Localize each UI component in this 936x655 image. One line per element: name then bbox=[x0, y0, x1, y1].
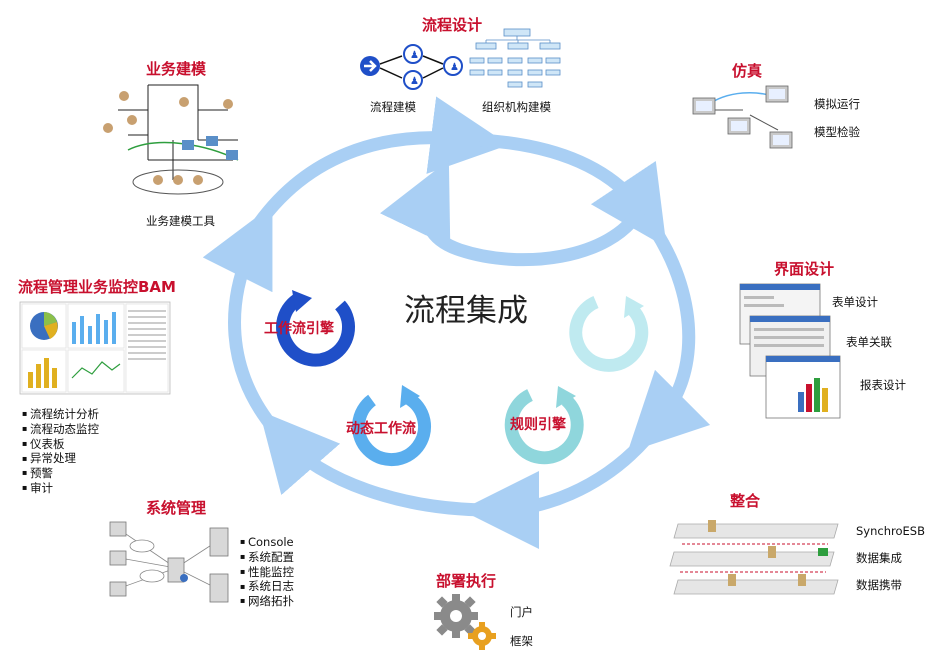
cycle-arc-left bbox=[202, 205, 281, 435]
process-design-heading: 流程设计 bbox=[422, 16, 483, 34]
deployment-heading: 部署执行 bbox=[436, 572, 497, 590]
simulation-run-label: 模拟运行 bbox=[814, 97, 860, 111]
business-modeling-heading: 业务建模 bbox=[146, 60, 207, 78]
dynamic-workflow-label: 动态工作流 bbox=[346, 421, 416, 437]
rules-engine-ring bbox=[504, 386, 584, 465]
bam-dashboard-illustration bbox=[19, 301, 171, 395]
system-mgmt-item: 系统日志 bbox=[240, 579, 294, 594]
portal-label: 门户 bbox=[510, 605, 533, 619]
svg-text:♟: ♟ bbox=[450, 62, 459, 73]
system-mgmt-item: Console bbox=[240, 535, 294, 550]
model-check-label: 模型检验 bbox=[814, 125, 860, 139]
svg-text:♟: ♟ bbox=[410, 50, 419, 61]
business-modeling-illustration bbox=[103, 84, 239, 195]
center-title: 流程集成 bbox=[404, 293, 528, 329]
form-design-label: 表单设计 bbox=[832, 295, 878, 309]
network-topology-illustration bbox=[109, 521, 229, 603]
form-link-label: 表单关联 bbox=[846, 335, 892, 349]
integration-heading: 整合 bbox=[730, 492, 761, 510]
data-integration-label: 数据集成 bbox=[856, 551, 902, 565]
system-mgmt-item: 系统配置 bbox=[240, 550, 294, 565]
synchroesb-label: SynchroESB bbox=[856, 524, 925, 538]
org-model-label: 组织机构建模 bbox=[482, 100, 551, 114]
org-chart-illustration bbox=[469, 28, 561, 88]
simulation-illustration bbox=[692, 85, 793, 149]
process-model-label: 流程建模 bbox=[370, 100, 416, 114]
bam-item: 审计 bbox=[22, 481, 99, 496]
dynamic-workflow-ring bbox=[352, 385, 431, 467]
integration-illustration bbox=[669, 520, 839, 595]
cycle-arc-lower-left bbox=[259, 410, 491, 517]
bam-item: 仪表板 bbox=[22, 437, 99, 452]
bam-item: 异常处理 bbox=[22, 451, 99, 466]
cycle-arc-inner bbox=[379, 159, 646, 267]
system-mgmt-heading: 系统管理 bbox=[146, 499, 207, 517]
ui-design-heading: 界面设计 bbox=[774, 260, 835, 278]
bam-item: 流程动态监控 bbox=[22, 422, 99, 437]
cycle-arc-right bbox=[627, 226, 711, 453]
extra-engine-ring bbox=[569, 296, 649, 372]
system-mgmt-item: 网络拓扑 bbox=[240, 594, 294, 609]
report-design-label: 报表设计 bbox=[860, 378, 906, 392]
business-modeling-tool-label: 业务建模工具 bbox=[146, 214, 215, 228]
process-model-illustration: ♟ ♟ ♟ bbox=[360, 44, 463, 90]
data-carry-label: 数据携带 bbox=[856, 578, 902, 592]
bam-heading: 流程管理业务监控BAM bbox=[18, 278, 176, 296]
cycle-arc-bottom bbox=[461, 435, 650, 549]
rules-engine-label: 规则引擎 bbox=[510, 417, 566, 433]
bam-item: 预警 bbox=[22, 466, 99, 481]
system-mgmt-list: Console 系统配置 性能监控 系统日志 网络拓扑 bbox=[240, 535, 294, 609]
workflow-engine-label: 工作流引擎 bbox=[264, 321, 334, 337]
svg-text:♟: ♟ bbox=[410, 76, 419, 87]
bam-item: 流程统计分析 bbox=[22, 407, 99, 422]
framework-label: 框架 bbox=[510, 634, 533, 648]
simulation-heading: 仿真 bbox=[732, 62, 763, 80]
cycle-arc-upper-right bbox=[479, 133, 667, 248]
gears-icon bbox=[434, 594, 496, 650]
workflow-engine-ring bbox=[276, 290, 355, 367]
bam-list: 流程统计分析 流程动态监控 仪表板 异常处理 预警 审计 bbox=[22, 407, 99, 496]
system-mgmt-item: 性能监控 bbox=[240, 565, 294, 580]
ui-design-illustration bbox=[739, 283, 841, 419]
